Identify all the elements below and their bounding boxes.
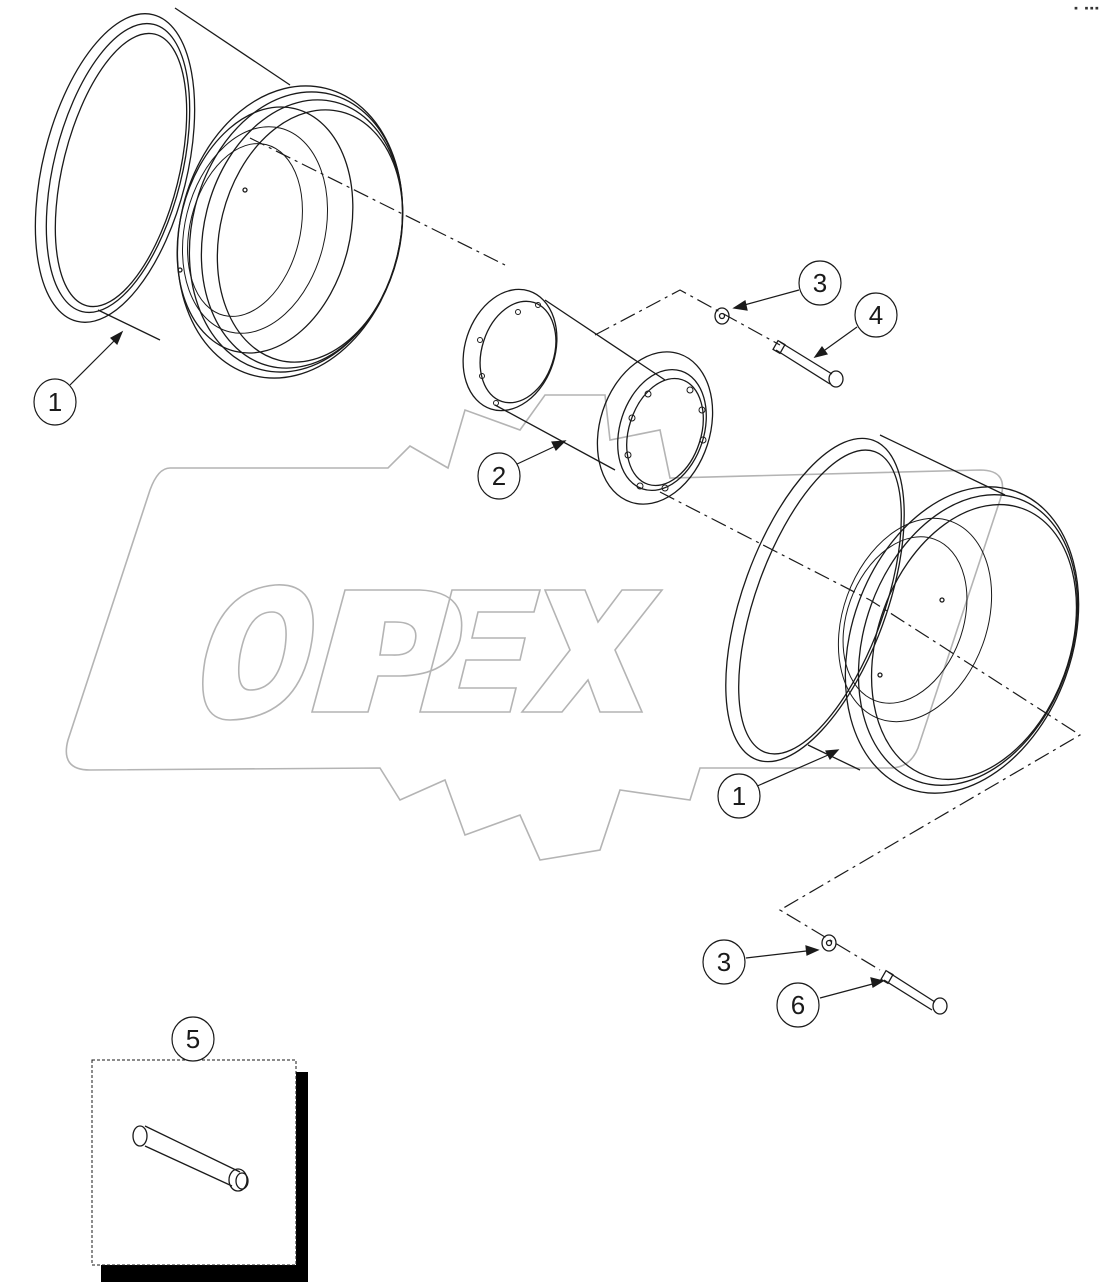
callout-3-lower[interactable]: 3 bbox=[702, 939, 746, 985]
svg-text:6: 6 bbox=[791, 990, 805, 1020]
callout-3-upper[interactable]: 3 bbox=[798, 260, 842, 306]
callout-5[interactable]: 5 bbox=[171, 1016, 215, 1062]
svg-text:1: 1 bbox=[732, 781, 746, 811]
spacer-hub bbox=[462, 288, 714, 505]
callout-1-left[interactable]: 1 bbox=[33, 378, 77, 426]
centerlines bbox=[249, 137, 1082, 971]
wheel-rim-left bbox=[34, 7, 404, 379]
callout-2[interactable]: 2 bbox=[477, 452, 521, 500]
watermark-logo bbox=[65, 394, 1004, 861]
svg-text:5: 5 bbox=[186, 1024, 200, 1054]
callout-1-right[interactable]: 1 bbox=[717, 773, 761, 819]
stud-inset bbox=[91, 1059, 308, 1282]
washer-upper bbox=[714, 307, 730, 325]
svg-text:4: 4 bbox=[869, 300, 883, 330]
bolt-upper bbox=[772, 339, 844, 388]
svg-text:3: 3 bbox=[717, 947, 731, 977]
svg-text:3: 3 bbox=[813, 268, 827, 298]
washer-lower bbox=[821, 934, 837, 952]
svg-text:1: 1 bbox=[48, 387, 62, 417]
wheel-rim-right bbox=[725, 434, 1080, 794]
callout-4[interactable]: 4 bbox=[854, 292, 898, 338]
leader-arrows bbox=[69, 289, 885, 999]
svg-text:2: 2 bbox=[492, 461, 506, 491]
corner-mark: ▪ ▪▪▪ bbox=[1073, 4, 1100, 12]
callout-6[interactable]: 6 bbox=[776, 982, 820, 1028]
bolt-lower bbox=[880, 969, 948, 1015]
